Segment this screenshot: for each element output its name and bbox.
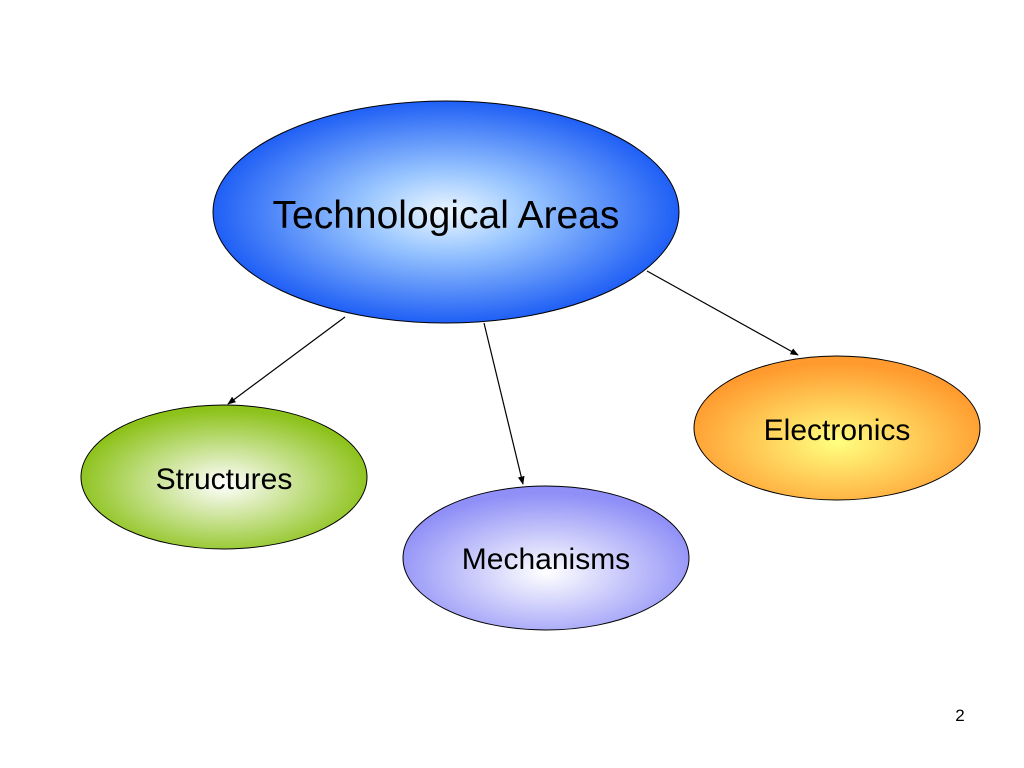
node-electronics: Electronics [693,355,981,501]
electronics-label: Electronics [764,414,911,447]
root-ellipse [212,100,680,324]
arrow-root-to-mechanisms [483,322,525,485]
mechanisms-ellipse [402,485,690,631]
arrow-root-to-electronics [646,270,799,356]
arrow-root-to-structures [227,316,346,405]
page-number: 2 [955,706,965,725]
electronics-ellipse [693,355,981,501]
node-structures: Structures [80,404,368,550]
structures-label: Structures [156,463,293,496]
node-mechanisms: Mechanisms [402,485,690,631]
structures-ellipse [80,404,368,550]
node-technological-areas: Technological Areas [212,100,680,324]
root-label: Technological Areas [273,194,620,237]
mechanisms-label: Mechanisms [462,543,630,576]
